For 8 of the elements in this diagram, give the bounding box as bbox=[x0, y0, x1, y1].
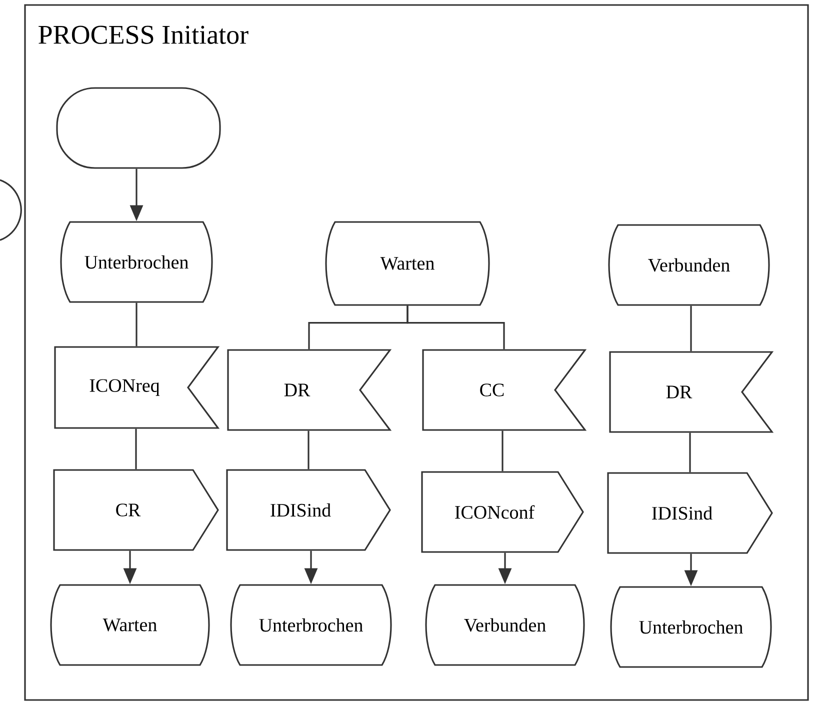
connector-line bbox=[689, 432, 691, 472]
connector-line bbox=[136, 302, 138, 346]
connector-line bbox=[690, 306, 692, 352]
connector-line bbox=[406, 306, 505, 350]
connector-line bbox=[308, 430, 310, 470]
connector-line bbox=[502, 430, 504, 472]
start-symbol bbox=[56, 87, 221, 169]
connector-line bbox=[135, 428, 137, 470]
